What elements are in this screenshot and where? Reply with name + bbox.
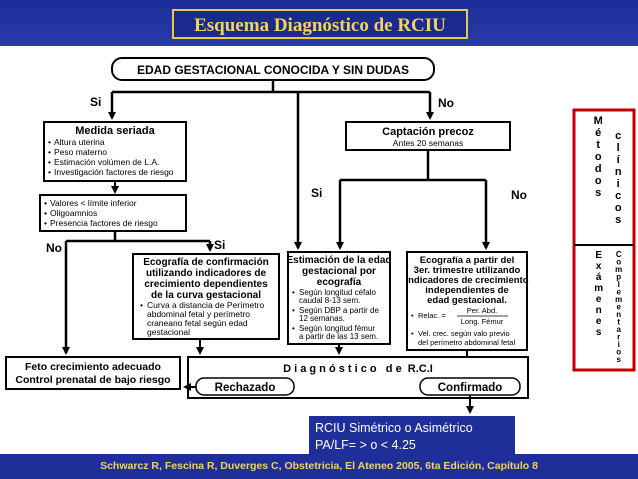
branch-no-label: No xyxy=(511,188,527,202)
callout-line: PA/LF= > o < 4.25 xyxy=(315,438,416,452)
title-line: utilizando indicadores de xyxy=(146,268,266,279)
ecografia-3er-title: Ecografía a partir del 3er. trimestre ut… xyxy=(405,255,528,306)
bullet-line: Según DBP a partir de xyxy=(299,306,379,315)
examenes-vertical: Exámenes xyxy=(591,250,605,338)
list-bullet: • xyxy=(48,167,51,177)
feto-box xyxy=(5,356,181,390)
title-line: Ecografía a partir del xyxy=(420,255,515,266)
list-item: Valores < límite inferior xyxy=(50,198,137,208)
medida-seriada-list: •Altura uterina •Peso materno •Estimació… xyxy=(48,137,174,177)
vertical-text: Métodos xyxy=(592,115,605,199)
list-item: Oligoamnios xyxy=(50,208,97,218)
slide-title: Esquema Diagnóstico de RCIU xyxy=(194,15,446,36)
complementarios-vertical: Complementarios xyxy=(611,250,625,363)
branch-no-label: No xyxy=(438,96,454,110)
title-line: Ecografía de confirmación xyxy=(143,257,269,268)
title-bar: Esquema Diagnóstico de RCIU xyxy=(0,0,638,46)
bullet-line: Curva a distancia de Perímetro xyxy=(147,300,264,310)
clinicos-vertical: clínicos xyxy=(611,130,625,226)
ecografia-3er-box xyxy=(406,251,528,351)
ecografia-confirmacion-title: Ecografía de confirmación utilizando ind… xyxy=(143,257,269,301)
bullet-line: gestacional xyxy=(147,327,190,337)
valores-list: •Valores < límite inferior •Oligoamnios … xyxy=(44,198,158,228)
ecografia-confirmacion-bullet: • Curva a distancia de Perímetro abdomin… xyxy=(140,300,264,337)
ecografia-confirmacion-box xyxy=(132,253,280,340)
title-line: crecimiento dependientes xyxy=(144,279,268,290)
title-line: gestacional por xyxy=(302,266,376,277)
list-item: Estimación volúmen de L.A. xyxy=(54,157,159,167)
relac-label: Relac. = xyxy=(418,311,446,320)
top-box-label: EDAD GESTACIONAL CONOCIDA Y SIN DUDAS xyxy=(137,63,409,77)
captacion-subtitle: Antes 20 semanas xyxy=(393,138,463,148)
list-item: Altura uterina xyxy=(54,137,105,147)
vel-line: Vel. crec. según valo previo xyxy=(418,329,510,338)
list-item: Investigación factores de riesgo xyxy=(54,167,174,177)
list-bullet: • xyxy=(411,329,414,338)
bullet-line: craneano fetal según edad xyxy=(147,318,248,328)
list-bullet: • xyxy=(48,137,51,147)
vel-line: del perímetro abdominal fetal xyxy=(418,338,515,347)
list-bullet: • xyxy=(48,147,51,157)
feto-line: Feto crecimiento adecuado xyxy=(25,361,161,373)
captacion-title: Captación precoz xyxy=(382,126,474,138)
rciu-callout: RCIU Simétrico o Asimétrico PA/LF= > o <… xyxy=(308,415,516,459)
vertical-text: Exámenes xyxy=(593,250,605,338)
branch-si-label: Si xyxy=(311,186,322,200)
title-line: indicadores de crecimiento xyxy=(405,275,528,286)
list-item: Peso materno xyxy=(54,147,107,157)
medida-seriada-title: Medida seriada xyxy=(75,125,155,137)
valores-box xyxy=(39,194,187,232)
metodos-vertical: Métodos xyxy=(591,115,605,199)
bullet-line: Según longitud céfalo xyxy=(299,288,377,297)
estimacion-box xyxy=(287,251,391,345)
feto-line: Control prenatal de bajo riesgo xyxy=(15,374,170,386)
callout-line: RCIU Simétrico o Asimétrico xyxy=(315,421,473,435)
footer-citation: Schwarcz R, Fescina R, Duverges C, Obste… xyxy=(100,460,538,472)
list-bullet: • xyxy=(292,288,295,297)
bullet-line: abdominal fetal y perímetro xyxy=(147,309,250,319)
bullet-line: caudal 8-13 sem. xyxy=(299,296,360,305)
estimacion-title: Estimación de la edad gestacional por ec… xyxy=(286,255,391,288)
title-line: independientes de xyxy=(425,285,508,296)
fraction-numerator: Per. Abd. xyxy=(467,306,497,315)
vertical-text: clínicos xyxy=(612,130,625,226)
list-bullet: • xyxy=(44,198,47,208)
footer-bar: Schwarcz R, Fescina R, Duverges C, Obste… xyxy=(0,454,638,479)
title-box: Esquema Diagnóstico de RCIU xyxy=(172,9,468,39)
red-frame xyxy=(572,108,636,372)
bullet-line: Según longitud fémur xyxy=(299,324,375,333)
diagnostico-label: D i a g n ó s t i c o d e R.C.I xyxy=(283,363,433,375)
captacion-precoz-box xyxy=(345,121,511,151)
list-item: Presencia factores de riesgo xyxy=(50,218,158,228)
list-bullet: • xyxy=(140,300,143,310)
list-bullet: • xyxy=(292,306,295,315)
fraction-denominator: Long. Fémur xyxy=(461,317,504,326)
bullet-line: 12 semanas. xyxy=(299,314,345,323)
list-bullet: • xyxy=(48,157,51,167)
list-bullet: • xyxy=(411,311,414,320)
list-bullet: • xyxy=(44,208,47,218)
branch-si-label: Si xyxy=(214,238,225,252)
list-bullet: • xyxy=(292,324,295,333)
rechazado-label: Rechazado xyxy=(215,382,276,394)
branch-no-label: No xyxy=(46,241,62,255)
branch-si-label: Si xyxy=(90,95,101,109)
ecografia-3er-formula: • Relac. = Per. Abd. Long. Fémur • Vel. … xyxy=(411,306,515,347)
title-line: ecografía xyxy=(317,277,362,288)
vertical-text: Complementarios xyxy=(614,250,624,363)
bullet-line: a partir de las 13 sem. xyxy=(299,332,378,341)
title-line: 3er. trimestre utilizando xyxy=(414,265,521,276)
title-line: de la curva gestacional xyxy=(151,290,261,301)
estimacion-bullets: • Según longitud céfalo caudal 8-13 sem.… xyxy=(292,288,379,341)
confirmado-label: Confirmado xyxy=(438,382,503,394)
title-line: edad gestacional. xyxy=(427,295,507,306)
title-line: Estimación de la edad xyxy=(286,255,391,266)
list-bullet: • xyxy=(44,218,47,228)
